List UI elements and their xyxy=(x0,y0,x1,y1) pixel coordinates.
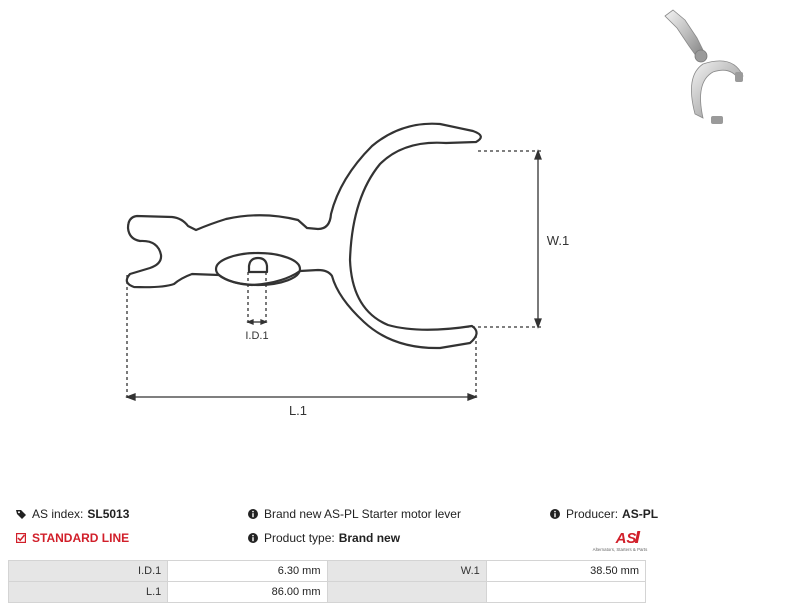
spec-value: 86.00 mm xyxy=(167,581,328,603)
spec-value xyxy=(485,581,647,603)
standard-line-row: STANDARD LINE xyxy=(16,531,129,545)
label-length: L.1 xyxy=(289,403,307,418)
producer-row: Producer: AS-PL xyxy=(550,507,658,521)
spec-key: W.1 xyxy=(326,560,487,582)
lever-boss xyxy=(214,251,302,287)
table-row: L.1 86.00 mm xyxy=(7,581,647,603)
producer-label: Producer: xyxy=(566,507,619,521)
info-circle-icon xyxy=(248,533,258,543)
lever-pin xyxy=(247,256,269,274)
tag-icon xyxy=(16,510,26,519)
product-type-row: Product type: Brand new xyxy=(248,531,400,545)
product-type-value: Brand new xyxy=(338,531,401,545)
spec-key: L.1 xyxy=(7,581,169,603)
lever-outline xyxy=(125,122,482,350)
label-width: W.1 xyxy=(547,233,569,248)
info-circle-icon xyxy=(550,509,560,519)
label-id: I.D.1 xyxy=(245,330,268,342)
as-index-label: AS index: xyxy=(32,507,84,521)
as-index-row: AS index: SL5013 xyxy=(16,507,129,521)
as-index-value: SL5013 xyxy=(87,507,130,521)
producer-logo: AS Alternators, Starters & Parts xyxy=(593,530,648,552)
specs-table: I.D.1 6.30 mm W.1 38.50 mm L.1 86.00 mm xyxy=(7,560,647,603)
producer-value: AS-PL xyxy=(622,507,659,521)
checkbox-checked-icon xyxy=(16,533,26,543)
description-row: Brand new AS-PL Starter motor lever xyxy=(248,507,461,521)
product-photo xyxy=(664,9,744,124)
spec-value: 38.50 mm xyxy=(485,560,647,582)
info-circle-icon xyxy=(248,509,258,519)
product-type-label: Product type: xyxy=(264,531,335,545)
technical-drawing: I.D.1 L.1 W.1 xyxy=(125,122,569,418)
logo-tagline: Alternators, Starters & Parts xyxy=(593,547,648,552)
standard-line-label: STANDARD LINE xyxy=(32,531,130,545)
table-row: I.D.1 6.30 mm W.1 38.50 mm xyxy=(7,560,647,582)
spec-key: I.D.1 xyxy=(7,560,169,582)
logo-mark: AS xyxy=(615,530,637,547)
spec-value: 6.30 mm xyxy=(167,560,328,582)
description-text: Brand new AS-PL Starter motor lever xyxy=(264,507,461,521)
spec-key xyxy=(326,581,487,603)
